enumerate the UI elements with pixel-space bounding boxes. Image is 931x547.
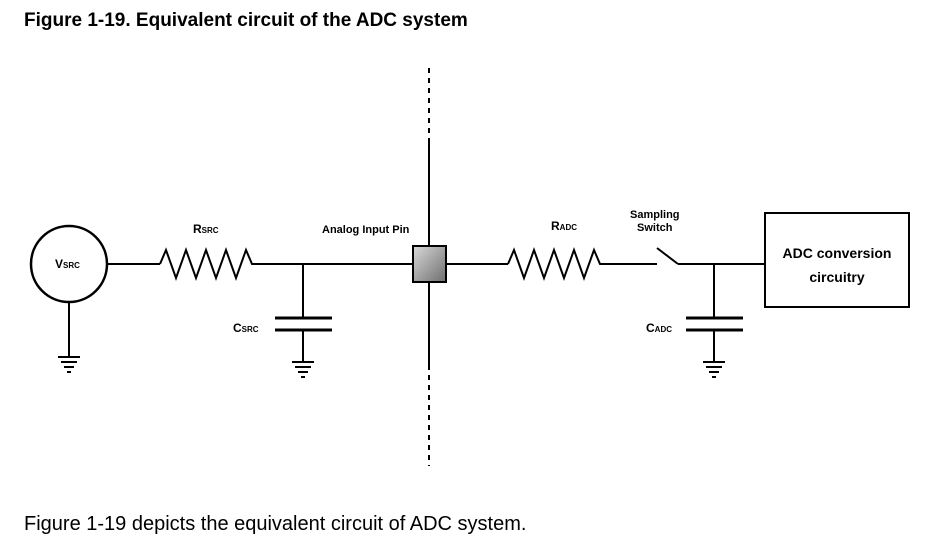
svg-text:RADC: RADC <box>551 219 577 233</box>
radc-subscript: ADC <box>560 223 578 232</box>
svg-text:CSRC: CSRC <box>233 321 259 335</box>
svg-text:VSRC: VSRC <box>55 257 80 271</box>
sampling-switch: Sampling Switch <box>630 209 680 265</box>
cadc-label: C <box>646 321 655 335</box>
radc-resistor: RADC <box>507 219 610 281</box>
csrc-capacitor: CSRC <box>233 264 332 362</box>
radc-label: R <box>551 219 560 233</box>
svg-text:CADC: CADC <box>646 321 672 335</box>
rsrc-label: R <box>193 222 202 236</box>
equivalent-circuit-diagram: VSRC RSRC CSRC <box>29 68 910 466</box>
cadc-capacitor: CADC <box>646 264 743 362</box>
sampling-switch-label-line2: Switch <box>637 222 673 234</box>
sampling-switch-label-line1: Sampling <box>630 209 680 221</box>
adc-conversion-box: ADC conversion circuitry <box>764 212 910 308</box>
csrc-subscript: SRC <box>242 325 259 334</box>
figure-caption: Figure 1-19 depicts the equivalent circu… <box>24 513 527 535</box>
vsrc-subscript: SRC <box>63 261 80 270</box>
adc-box-line1: ADC conversion <box>783 245 892 261</box>
vsrc-source: VSRC <box>29 224 109 304</box>
figure-title: Figure 1-19. Equivalent circuit of the A… <box>24 10 468 31</box>
adc-box-line2: circuitry <box>809 269 864 285</box>
csrc-ground-icon <box>292 361 314 378</box>
analog-input-pin-label: Analog Input Pin <box>322 224 410 236</box>
vsrc-ground-icon <box>58 302 80 373</box>
vsrc-label: V <box>55 257 63 271</box>
rsrc-subscript: SRC <box>202 226 219 235</box>
svg-text:RSRC: RSRC <box>193 222 219 236</box>
analog-input-pin: Analog Input Pin <box>322 224 447 283</box>
rsrc-resistor: RSRC <box>159 222 262 281</box>
csrc-label: C <box>233 321 242 335</box>
cadc-subscript: ADC <box>655 325 673 334</box>
cadc-ground-icon <box>703 361 725 378</box>
